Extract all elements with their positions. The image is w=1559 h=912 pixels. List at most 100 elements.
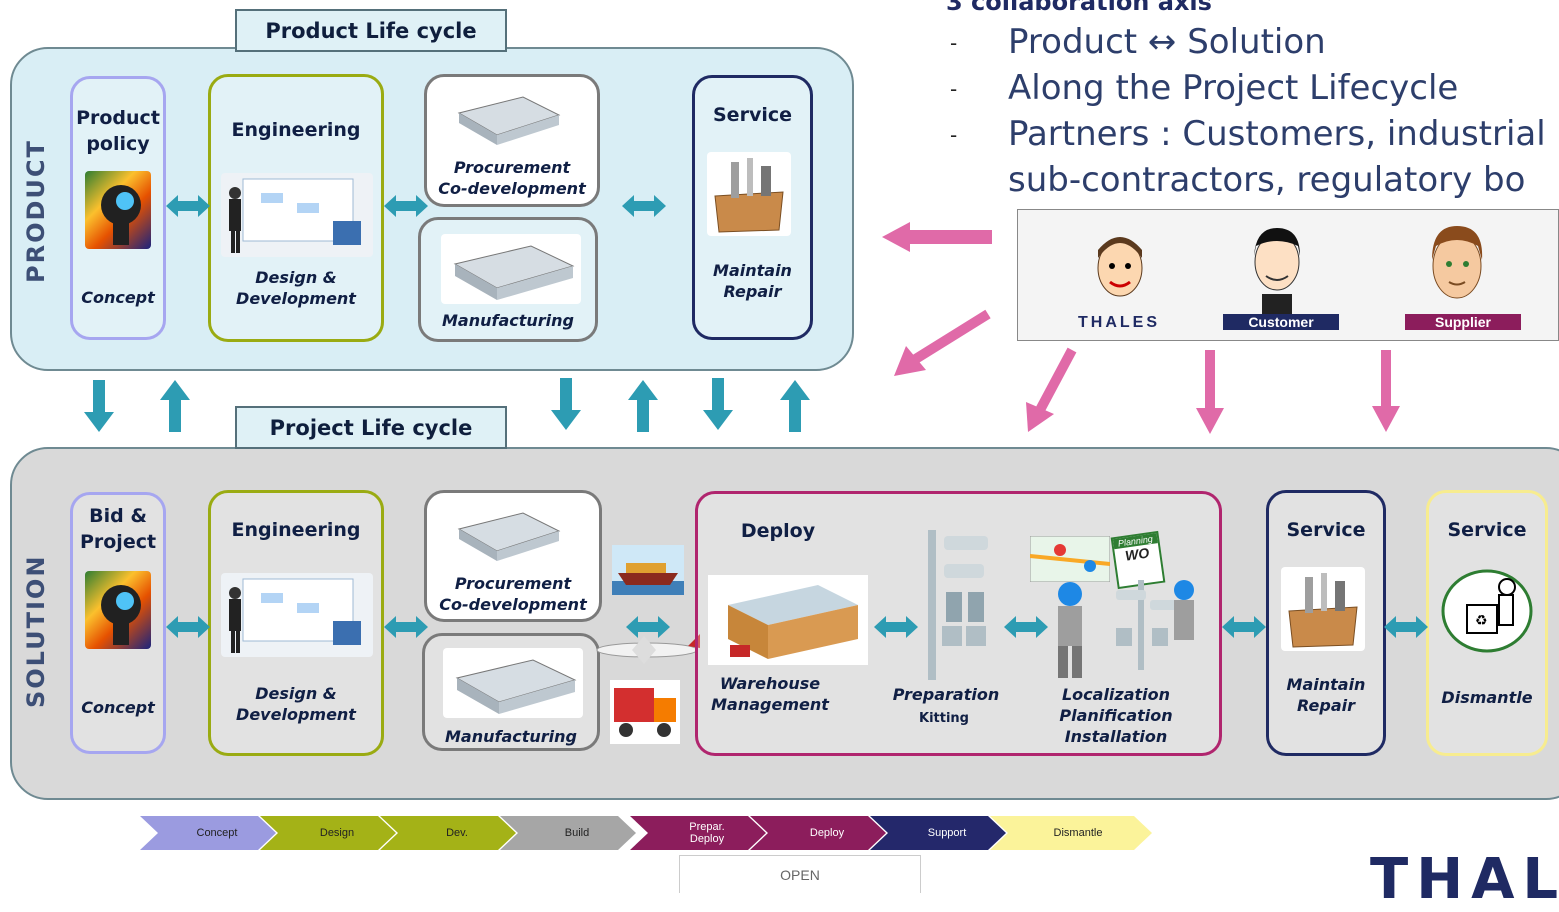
toolbox-image <box>1281 567 1365 651</box>
bullet-dash: - <box>950 31 958 55</box>
phase-chevron-deploy <box>750 816 886 850</box>
collab-item-3: Partners : Customers, industrial <box>1008 114 1546 154</box>
arrow-up-icon <box>160 380 190 432</box>
solution-service-caption-2: Repair <box>1297 696 1355 715</box>
camera-pole-image <box>1116 580 1194 670</box>
phase-chevron-dev <box>380 816 516 850</box>
bullet-dash: - <box>950 123 958 147</box>
phase-chevron-dismantle <box>990 816 1152 850</box>
collab-item-4: sub-contractors, regulatory bo <box>1008 160 1526 200</box>
phase-label-prepar: Prepar. Deploy <box>648 816 766 850</box>
camera-pole-image <box>928 530 988 680</box>
engineering-drawing-image <box>221 173 373 257</box>
solution-engineering-box: Engineering Design & Development <box>208 490 384 756</box>
recycle-icon: ♻ <box>1441 569 1533 653</box>
phase-label-deploy: Deploy <box>809 827 845 839</box>
svg-text:♻: ♻ <box>1475 612 1488 628</box>
solution-procurement-caption-1: Procurement <box>454 574 572 593</box>
factory-image <box>443 648 583 718</box>
bid-project-title-1: Bid & <box>89 505 147 527</box>
product-lifecycle-tab: Product Life cycle <box>235 9 507 52</box>
collaboration-title: 3 collaboration axis <box>946 0 1212 16</box>
double-arrow-icon <box>166 195 210 217</box>
bid-project-caption: Concept <box>81 698 155 717</box>
warehouse-caption-1: Warehouse <box>719 674 821 693</box>
supplier-person-avatar <box>1432 226 1483 299</box>
product-manufacturing-caption: Manufacturing <box>442 311 574 330</box>
collab-item-1: Product ↔ Solution <box>1008 22 1326 62</box>
thales-partner-label: THALES <box>1078 314 1160 331</box>
thales-person-avatar <box>1097 237 1143 297</box>
solution-procurement-box: Procurement Co-development <box>424 490 602 622</box>
double-arrow-icon <box>166 616 210 638</box>
dismantle-service-title: Service <box>1447 519 1527 541</box>
customer-partner-label: Customer <box>1223 314 1339 330</box>
solution-engineering-title: Engineering <box>231 519 361 541</box>
solution-service-box: Service Maintain Repair <box>1266 490 1386 756</box>
truck-image <box>610 680 680 744</box>
arrow-up-icon <box>628 380 658 432</box>
pink-arrows <box>882 222 1400 434</box>
engineering-drawing-image <box>221 573 373 657</box>
partners-box: THALES Customer Supplier <box>1017 209 1559 341</box>
warehouse-image <box>708 575 868 665</box>
localization-caption-2: Planification <box>1059 706 1173 725</box>
localization-caption-3: Installation <box>1064 727 1168 746</box>
solution-service-caption-1: Maintain <box>1286 675 1366 694</box>
airplane-image <box>596 634 700 664</box>
kitting-caption: Kitting <box>919 711 969 726</box>
solution-engineering-caption-2: Development <box>236 705 356 724</box>
phase-chevron-concept <box>140 816 276 850</box>
phase-chevron-prepar <box>630 816 766 850</box>
deploy-title: Deploy <box>740 520 816 542</box>
customer-person-avatar <box>1254 228 1300 314</box>
factory-image <box>441 234 581 304</box>
dismantle-service-box: Service ♻ Dismantle <box>1426 490 1548 756</box>
solution-service-title: Service <box>1286 519 1366 541</box>
solution-manufacturing-box: Manufacturing <box>422 633 600 751</box>
phase-chevron-design <box>260 816 396 850</box>
solution-procurement-caption-2: Co-development <box>439 595 587 614</box>
product-service-box: Service Maintain Repair <box>692 75 813 340</box>
phase-label-build: Build <box>564 827 590 839</box>
double-arrow-icon <box>622 195 666 217</box>
localization-caption-1: Localization <box>1061 685 1171 704</box>
double-arrow-icon <box>1004 616 1048 638</box>
product-engineering-title: Engineering <box>231 119 361 141</box>
arrow-down-icon <box>703 378 733 430</box>
product-procurement-box: Procurement Co-development <box>424 74 600 207</box>
arrow-down-icon <box>84 380 114 432</box>
bullet-dash: - <box>950 77 958 101</box>
warehouse-caption-2: Management <box>711 695 829 714</box>
product-policy-box: Product policy Concept <box>70 76 166 340</box>
dismantle-caption: Dismantle <box>1441 688 1533 707</box>
map-image <box>1030 536 1110 582</box>
product-procurement-caption-1: Procurement <box>453 158 571 177</box>
preparation-caption: Preparation <box>892 685 1000 704</box>
thales-logo: THAL <box>1370 847 1559 912</box>
phase-label-design: Design <box>319 827 355 839</box>
phase-chevron-build <box>500 816 636 850</box>
bid-project-title-2: Project <box>79 531 157 553</box>
phase-chevron-bar <box>140 816 1152 850</box>
double-arrow-icon <box>1384 616 1428 638</box>
phase-label-concept: Concept <box>196 827 238 839</box>
classification-label: OPEN <box>679 855 921 893</box>
product-policy-caption: Concept <box>81 288 155 307</box>
product-service-caption-1: Maintain <box>713 261 792 280</box>
product-policy-title-2: policy <box>86 133 150 155</box>
phase-label-prepar-2: Deploy <box>689 833 725 845</box>
product-engineering-caption-1: Design & <box>255 268 337 287</box>
phase-label-dev: Dev. <box>446 827 468 839</box>
toolbox-image <box>707 152 791 236</box>
double-arrow-icon <box>384 195 428 217</box>
double-arrow-icon <box>1222 616 1266 638</box>
phase-label-prepar-1: Prepar. <box>689 821 725 833</box>
arrow-down-icon <box>551 378 581 430</box>
brain-image <box>85 171 151 249</box>
phase-label-support: Support <box>927 827 967 839</box>
project-lifecycle-tab: Project Life cycle <box>235 406 507 449</box>
bid-project-box: Bid & Project Concept <box>70 492 166 754</box>
double-arrow-icon <box>626 616 670 638</box>
product-engineering-caption-2: Development <box>236 289 356 308</box>
